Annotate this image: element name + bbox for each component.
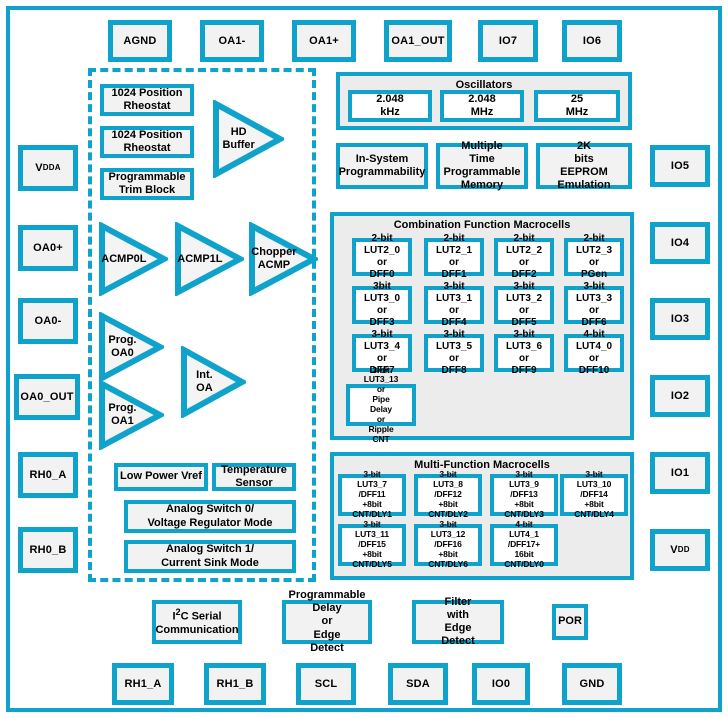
analog-block-low-power-vref: Low Power Vref (114, 463, 208, 491)
pin-oa1[interactable]: OA1- (200, 20, 264, 62)
pin-gnd[interactable]: GND (562, 663, 622, 705)
multi-function-macrocells-title: Multi-Function Macrocells (414, 459, 550, 471)
amplifier-label: Prog.OA0 (108, 334, 137, 359)
pin-sda[interactable]: SDA (388, 663, 448, 705)
amplifier-prog-oa1: Prog.OA1 (98, 380, 164, 450)
amplifier-prog-oa0: Prog.OA0 (98, 312, 164, 382)
pin-scl[interactable]: SCL (296, 663, 356, 705)
pin-oa1-out[interactable]: OA1_OUT (384, 20, 452, 62)
pin-rh0-b[interactable]: RH0_B (18, 527, 78, 573)
amplifier-label: ACMP1L (177, 252, 223, 265)
amplifier-acmp1l: ACMP1L (174, 222, 244, 296)
pin-io1[interactable]: IO1 (650, 452, 710, 494)
analog-domain-boundary (88, 68, 316, 582)
pin-io2[interactable]: IO2 (650, 375, 710, 417)
pin-oa0-out[interactable]: OA0_OUT (14, 374, 80, 420)
pin-oa0[interactable]: OA0+ (18, 225, 78, 271)
analog-block-analog-switch-1-current-sink-mode: Analog Switch 1/Current Sink Mode (124, 540, 296, 573)
pin-rh1-a[interactable]: RH1_A (112, 663, 174, 705)
pin-agnd[interactable]: AGND (108, 20, 172, 62)
oscillators-title: Oscillators (455, 79, 513, 91)
pin-io3[interactable]: IO3 (650, 298, 710, 340)
combination-macrocells-title: Combination Function Macrocells (393, 219, 571, 231)
amplifier-label: ACMP0L (101, 252, 147, 265)
pin-oa1[interactable]: OA1+ (292, 20, 356, 62)
analog-block-analog-switch-0-voltage-regulator-mode: Analog Switch 0/Voltage Regulator Mode (124, 500, 296, 533)
amplifier-label: Prog.OA1 (108, 402, 137, 427)
pin-io5[interactable]: IO5 (650, 145, 710, 187)
pin-io6[interactable]: IO6 (562, 20, 622, 62)
amplifier-acmp0l: ACMP0L (98, 222, 168, 296)
amplifier-int-oa: Int.OA (180, 346, 246, 418)
amplifier-label: Int.OA (196, 369, 213, 394)
peripheral-block-por: POR (552, 604, 588, 640)
pin-io0[interactable]: IO0 (472, 663, 530, 705)
pin-io7[interactable]: IO7 (478, 20, 538, 62)
pin-rh0-a[interactable]: RH0_A (18, 452, 78, 498)
pin-oa0[interactable]: OA0- (18, 298, 78, 344)
pin-rh1-b[interactable]: RH1_B (204, 663, 266, 705)
pin-io4[interactable]: IO4 (650, 222, 710, 264)
